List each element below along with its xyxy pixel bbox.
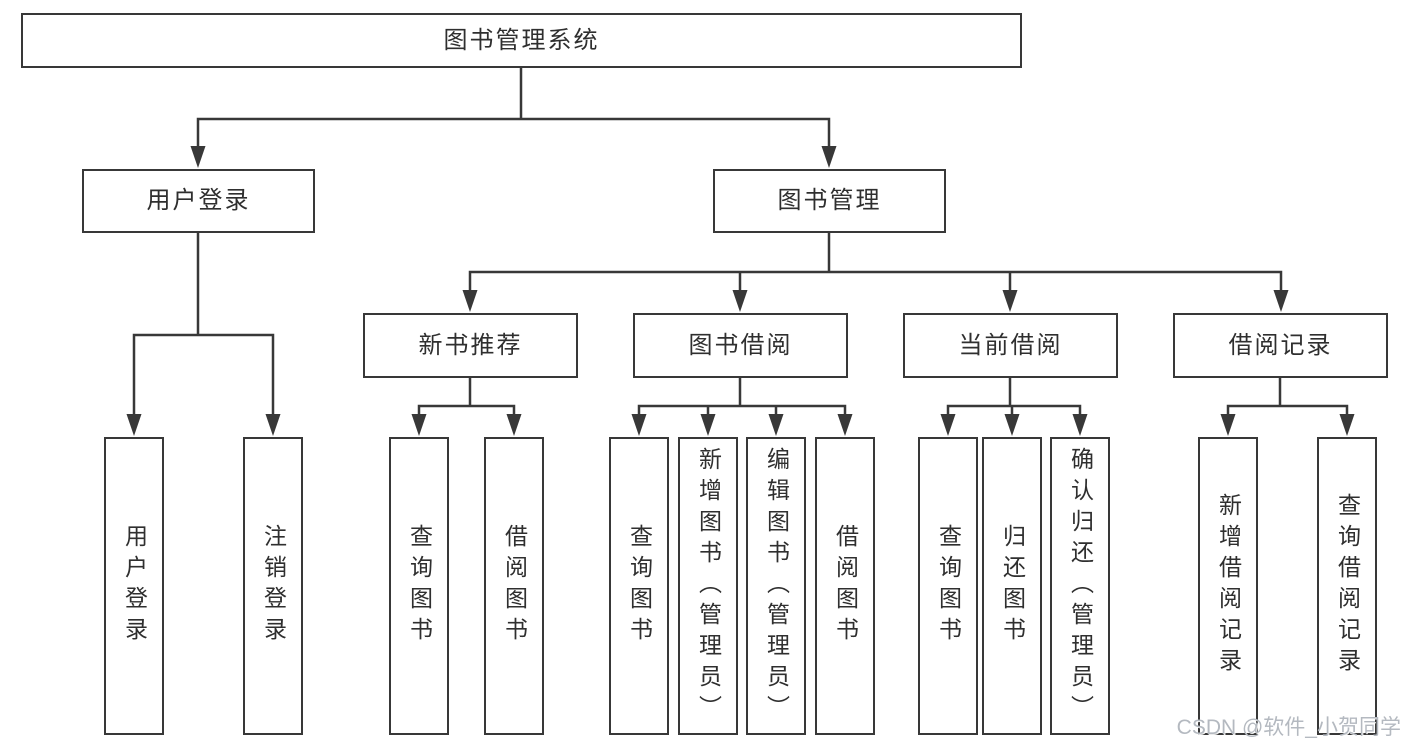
node-label: 用户登录 xyxy=(146,187,251,214)
leaf-label: 编辑图书（管理员） xyxy=(763,446,790,726)
leaf-query-books-borrow: 查询图书 xyxy=(609,437,669,735)
leaf-label: 查询图书 xyxy=(935,524,962,648)
arrowhead-icons xyxy=(126,146,1355,436)
node-label: 新书推荐 xyxy=(418,331,523,359)
leaf-label: 归还图书 xyxy=(999,524,1026,648)
leaf-label: 确认归还（管理员） xyxy=(1067,446,1094,726)
node-library-system: 图书管理系统 xyxy=(21,13,1022,68)
leaf-return-book: 归还图书 xyxy=(982,437,1042,735)
node-current-borrow: 当前借阅 xyxy=(903,313,1118,378)
leaf-borrow-books-borrow: 借阅图书 xyxy=(815,437,875,735)
node-book-borrow: 图书借阅 xyxy=(633,313,848,378)
node-book-management: 图书管理 xyxy=(713,169,946,233)
leaf-query-books-recommend: 查询图书 xyxy=(389,437,449,735)
node-label: 图书借阅 xyxy=(688,331,793,359)
leaf-borrow-books-recommend: 借阅图书 xyxy=(484,437,544,735)
leaf-label: 查询图书 xyxy=(626,524,653,648)
leaf-label: 借阅图书 xyxy=(501,524,528,648)
leaf-label: 注销登录 xyxy=(260,524,287,648)
node-user-login: 用户登录 xyxy=(82,169,315,233)
leaf-add-book-admin: 新增图书（管理员） xyxy=(678,437,738,735)
node-borrow-records: 借阅记录 xyxy=(1173,313,1388,378)
leaf-label: 新增图书（管理员） xyxy=(695,446,722,726)
leaf-confirm-return-admin: 确认归还（管理员） xyxy=(1050,437,1110,735)
leaf-query-borrow-record: 查询借阅记录 xyxy=(1317,437,1377,735)
leaf-query-books-current: 查询图书 xyxy=(918,437,978,735)
csdn-watermark: CSDN @软件_小贺同学 xyxy=(1176,716,1401,739)
leaf-label: 新增借阅记录 xyxy=(1215,493,1242,679)
leaf-user-login: 用户登录 xyxy=(104,437,164,735)
leaf-logout: 注销登录 xyxy=(243,437,303,735)
leaf-label: 用户登录 xyxy=(121,524,148,648)
node-new-book-recommend: 新书推荐 xyxy=(363,313,578,378)
leaf-label: 查询图书 xyxy=(406,524,433,648)
leaf-label: 借阅图书 xyxy=(832,524,859,648)
node-label: 图书管理 xyxy=(777,187,882,214)
node-label: 当前借阅 xyxy=(958,331,1063,359)
node-label: 图书管理系统 xyxy=(443,26,600,54)
leaf-label: 查询借阅记录 xyxy=(1334,493,1361,679)
leaf-add-borrow-record: 新增借阅记录 xyxy=(1198,437,1258,735)
leaf-edit-book-admin: 编辑图书（管理员） xyxy=(746,437,806,735)
node-label: 借阅记录 xyxy=(1228,331,1333,359)
